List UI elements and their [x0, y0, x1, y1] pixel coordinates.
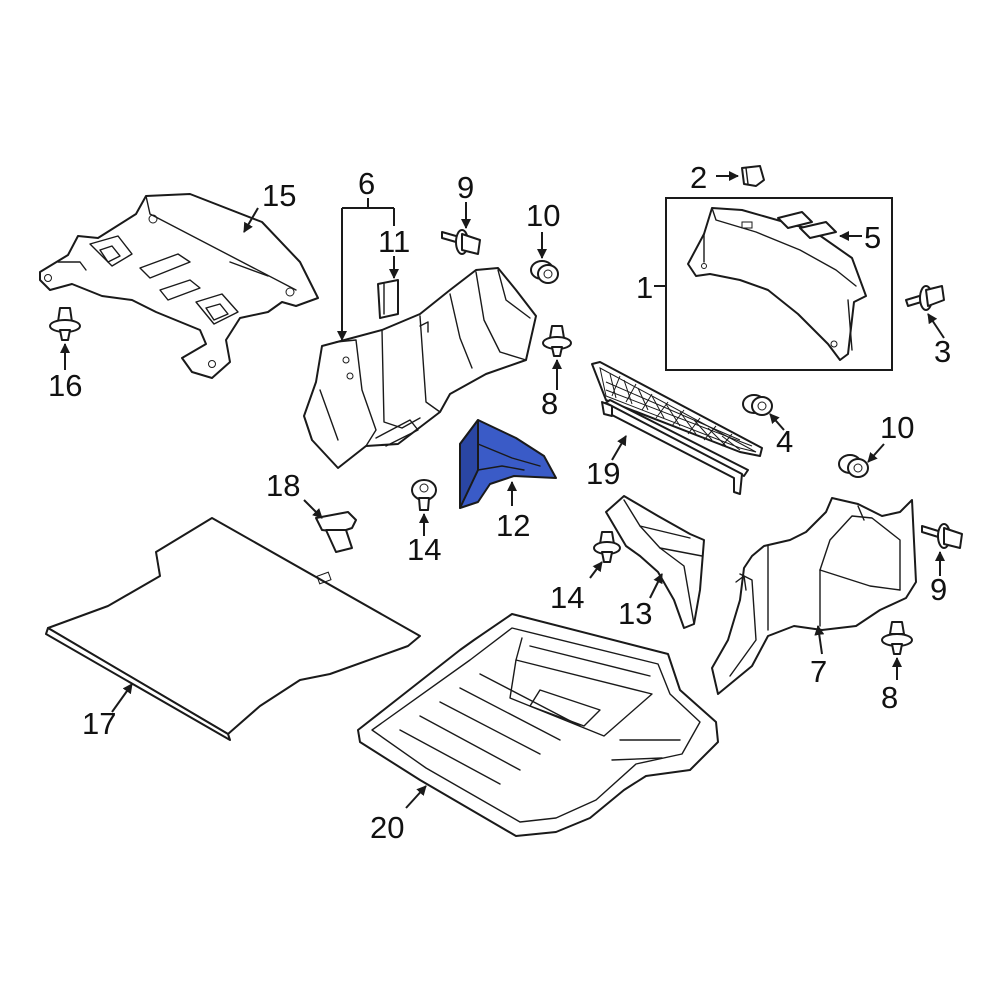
part-12-trim-bracket-highlighted[interactable] — [459, 419, 557, 509]
net-mesh — [605, 373, 753, 451]
leader-18 — [303, 499, 323, 519]
part-14-push-pin-left[interactable] — [411, 479, 437, 511]
callout-5: 5 — [864, 220, 881, 255]
leader-10-right — [867, 443, 885, 463]
callout-10-upper: 10 — [526, 198, 560, 233]
callout-8-lower: 8 — [881, 680, 898, 715]
part-1-assembly-box — [665, 197, 893, 371]
leader-13 — [649, 573, 663, 599]
callout-4: 4 — [776, 424, 793, 459]
callout-6: 6 — [358, 166, 375, 201]
callout-9-upper: 9 — [457, 170, 474, 205]
part-5-label[interactable] — [777, 211, 837, 239]
part-19-cargo-net[interactable] — [591, 361, 763, 495]
callout-15: 15 — [262, 178, 296, 213]
callout-1: 1 — [636, 270, 653, 305]
callout-12: 12 — [496, 508, 530, 543]
callout-9-right: 9 — [930, 572, 947, 607]
part-2-clip[interactable] — [741, 165, 765, 187]
leader-4 — [769, 413, 785, 431]
part-4-grommet[interactable] — [742, 394, 773, 416]
callout-10-right: 10 — [880, 410, 914, 445]
part-1-trunk-panel[interactable] — [687, 207, 867, 361]
part-3-bolt[interactable] — [905, 285, 945, 311]
part-13-side-bracket[interactable] — [605, 495, 705, 629]
part-17-load-floor[interactable] — [45, 517, 421, 741]
callout-20: 20 — [370, 810, 404, 845]
part-10-grommet-upper[interactable] — [530, 260, 559, 284]
callout-3: 3 — [934, 334, 951, 369]
callout-8-upper: 8 — [541, 386, 558, 421]
leader-7 — [814, 625, 825, 655]
callout-19: 19 — [586, 456, 620, 491]
part-20-cargo-tray[interactable] — [357, 613, 719, 837]
leader-19 — [611, 435, 627, 461]
callout-11: 11 — [378, 224, 410, 259]
leader-14-right — [589, 561, 603, 579]
part-18-clip[interactable] — [315, 511, 357, 553]
part-15-package-tray[interactable] — [39, 193, 319, 379]
part-6-quarter-trim-left[interactable] — [303, 267, 537, 469]
leader-20 — [405, 785, 427, 809]
leader-3 — [927, 313, 945, 339]
part-14-push-pin-right[interactable] — [593, 531, 621, 563]
part-7-quarter-trim-right[interactable] — [711, 497, 917, 695]
bracket-6 — [337, 198, 395, 341]
part-8-push-pin-upper[interactable] — [542, 325, 572, 357]
callout-2: 2 — [690, 160, 707, 195]
callout-13: 13 — [618, 596, 652, 631]
part-16-push-pin[interactable] — [49, 307, 81, 341]
part-11-clip[interactable] — [377, 279, 399, 319]
part-8-push-pin-lower[interactable] — [881, 621, 913, 655]
part-9-bolt-upper[interactable] — [441, 229, 481, 255]
callout-16: 16 — [48, 368, 82, 403]
callout-14-left: 14 — [407, 532, 441, 567]
callout-14-right: 14 — [550, 580, 584, 615]
callout-7: 7 — [810, 654, 827, 689]
callout-18: 18 — [266, 468, 300, 503]
callout-17: 17 — [82, 706, 116, 741]
leader-17 — [111, 683, 133, 713]
leader-15 — [243, 207, 259, 233]
part-10-grommet-right[interactable] — [838, 454, 869, 478]
part-9-bolt-right[interactable] — [921, 523, 963, 549]
